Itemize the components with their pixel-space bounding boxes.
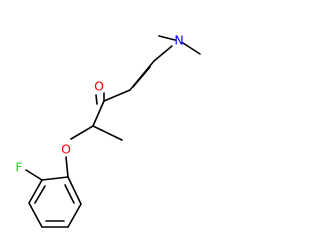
atom-label-group: N O O F: [15, 33, 183, 175]
ring-bond-5: [67, 203, 82, 228]
carbonyl-oxygen-label: O: [94, 79, 104, 94]
bond-n-methyl-right: [182, 42, 201, 55]
ring-bond-2: [28, 179, 43, 204]
bond-vinyl-carbonyl: [103, 89, 131, 102]
bond-n-methyl-left: [158, 35, 176, 41]
bond-n-vinyl: [153, 45, 173, 62]
ring-inner-3: [64, 184, 75, 204]
bond-ether-o-aryl: [65, 156, 69, 178]
ether-oxygen-label: O: [61, 142, 71, 157]
bond-ch-methyl: [92, 125, 123, 141]
bond-ch-ether-o: [70, 125, 94, 140]
nitrogen-label: N: [174, 33, 183, 48]
ring-inner-1: [34, 185, 46, 204]
structure-canvas: N O O F: [15, 32, 201, 228]
ring-bond-3: [28, 202, 43, 228]
ring-bond-1: [41, 176, 69, 181]
bond-carbonyl-ch: [92, 100, 105, 127]
bond-aryl-fluorine: [25, 169, 43, 181]
bond-carbonyl-double-b: [95, 94, 98, 105]
molecule-structure-diagram: N O O F: [15, 33, 201, 228]
bond-group: [25, 35, 201, 228]
bond-vinyl-double-inner: [132, 66, 151, 88]
ring-bond-6: [67, 176, 82, 205]
fluorine-label: F: [15, 160, 22, 175]
